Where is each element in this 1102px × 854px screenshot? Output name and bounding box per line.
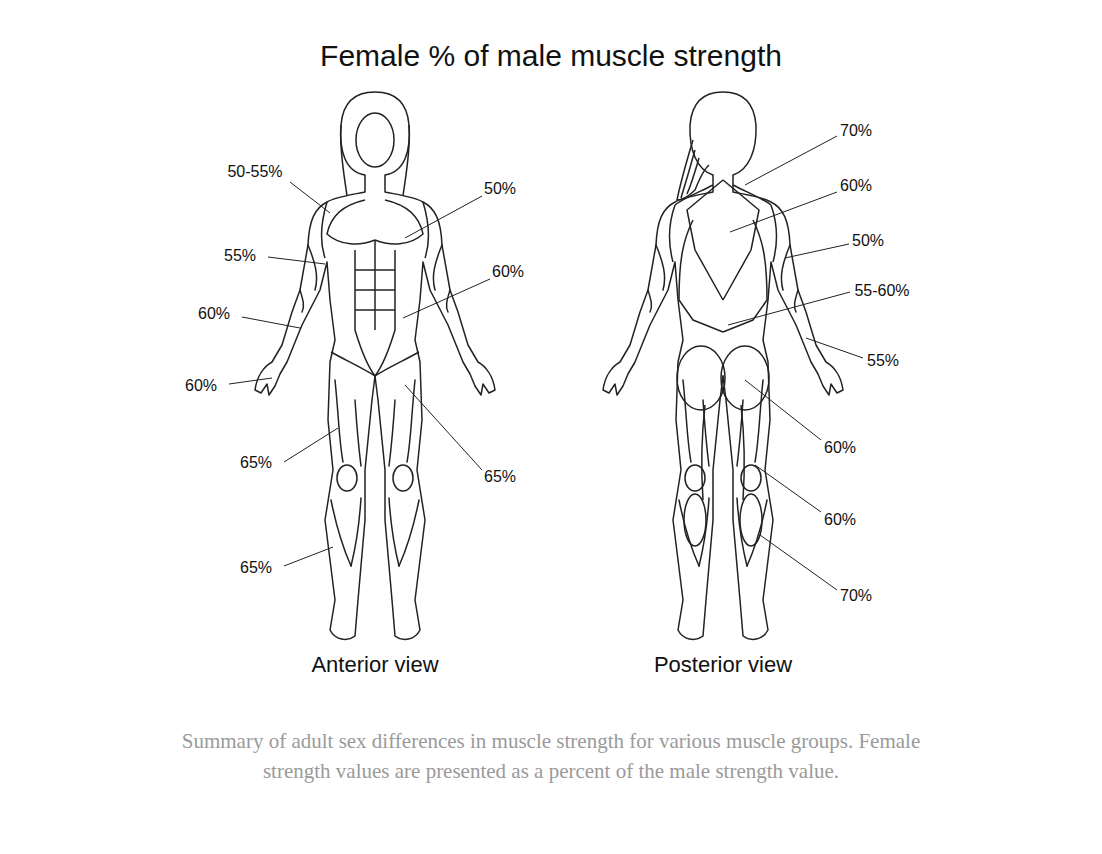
diagram-title: Female % of male muscle strength bbox=[0, 38, 1102, 74]
percent-label: 60% bbox=[198, 304, 230, 324]
percent-label: 60% bbox=[492, 262, 524, 282]
percent-label: 60% bbox=[824, 438, 856, 458]
percent-label: 65% bbox=[240, 453, 272, 473]
percent-label: 70% bbox=[840, 121, 872, 141]
percent-label: 55-60% bbox=[854, 281, 909, 301]
percent-label: 50% bbox=[484, 179, 516, 199]
percent-label: 50-55% bbox=[227, 162, 282, 182]
percent-label: 55% bbox=[867, 351, 899, 371]
percent-label: 60% bbox=[840, 176, 872, 196]
percent-label: 60% bbox=[185, 376, 217, 396]
leader-lines bbox=[229, 136, 863, 590]
percent-label: 65% bbox=[484, 467, 516, 487]
percent-label: 60% bbox=[824, 510, 856, 530]
view-label: Posterior view bbox=[654, 652, 792, 678]
percent-label: 65% bbox=[240, 558, 272, 578]
figure-caption: Summary of adult sex differences in musc… bbox=[150, 726, 952, 786]
view-label: Anterior view bbox=[311, 652, 438, 678]
percent-label: 55% bbox=[224, 246, 256, 266]
percent-label: 50% bbox=[852, 231, 884, 251]
percent-label: 70% bbox=[840, 586, 872, 606]
